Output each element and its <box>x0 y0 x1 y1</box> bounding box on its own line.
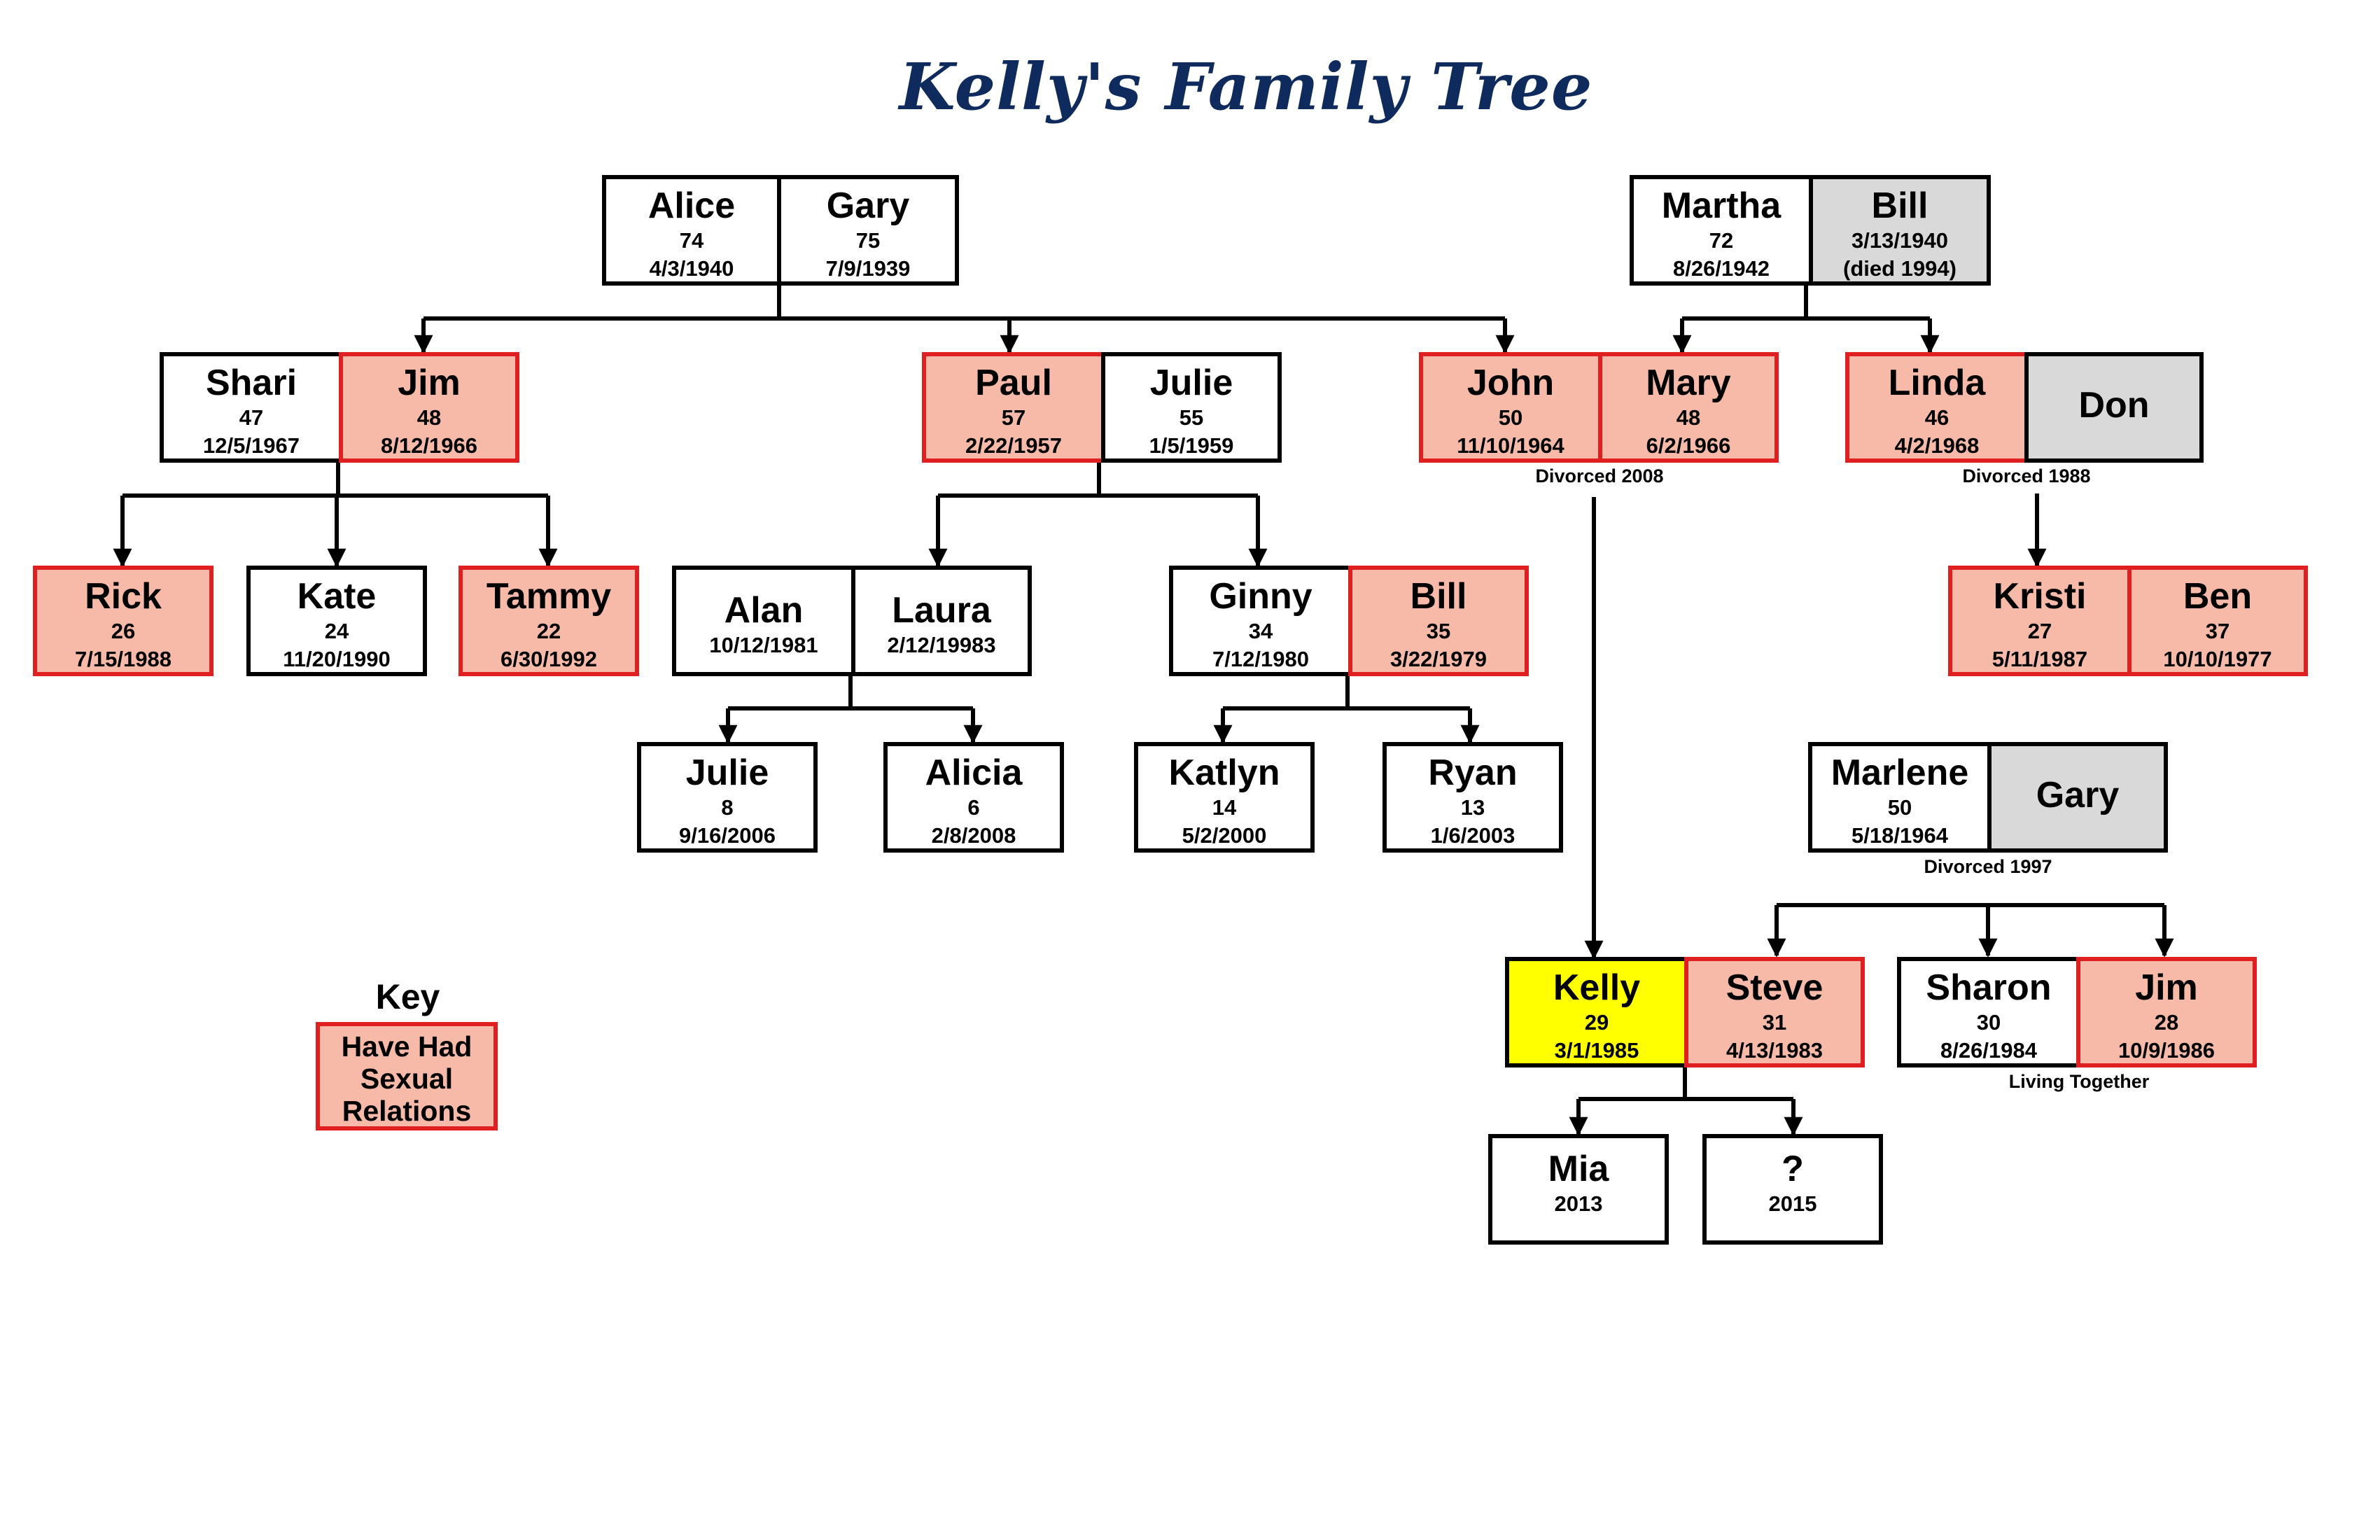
key-line: Sexual <box>360 1063 454 1095</box>
divorce-note-marlene-gary: Divorced 1997 <box>1924 856 2052 877</box>
person-gary-ex: Gary <box>1987 742 2168 853</box>
key-title: Key <box>375 977 440 1016</box>
key-box: Have Had Sexual Relations <box>316 1022 498 1130</box>
page-title: Kelly's Family Tree <box>899 49 1593 125</box>
living-together-note: Living Together <box>2008 1071 2150 1092</box>
person-unknown-child: ?2015 <box>1702 1134 1883 1245</box>
person-don: Don <box>2024 352 2204 463</box>
key-line: Relations <box>342 1095 472 1127</box>
divorce-note-john-mary: Divorced 2008 <box>1535 465 1664 486</box>
divorce-note-linda-don: Divorced 1988 <box>1962 465 2091 486</box>
key-line: Have Had <box>341 1030 472 1063</box>
